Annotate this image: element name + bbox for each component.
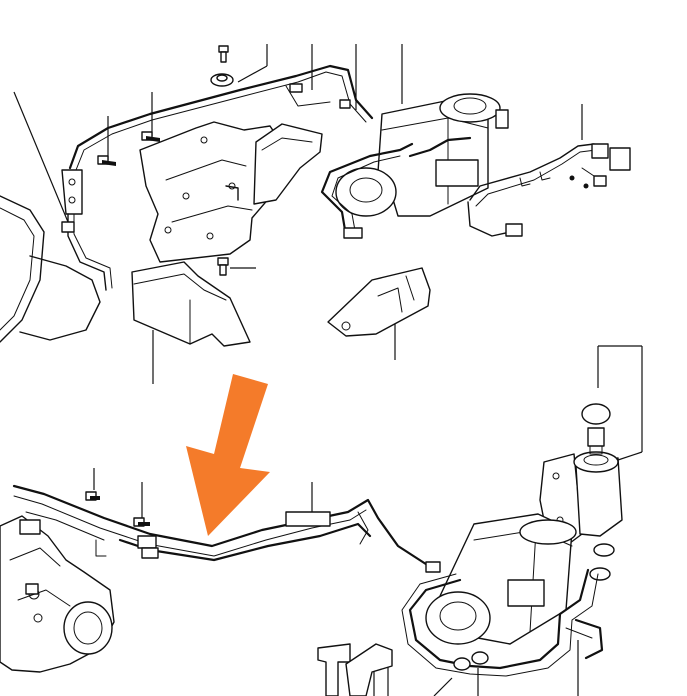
heat-shield — [253, 123, 323, 205]
top-assembly — [0, 44, 631, 384]
arrow-down-left-icon — [186, 374, 270, 536]
return-hoses — [401, 568, 604, 677]
leader-lines-top — [13, 44, 583, 384]
bolt-icon — [97, 155, 116, 166]
bottom-assembly — [0, 345, 643, 696]
bolt-icon — [141, 131, 160, 142]
wire-harness-right — [467, 143, 631, 237]
bolt-icon — [217, 257, 229, 276]
grommet-icon — [210, 73, 234, 87]
mounting-bracket-plate — [139, 121, 283, 263]
tube-clip-icon — [317, 643, 393, 696]
abs-unit-bottom — [425, 513, 577, 645]
frame-outline — [0, 195, 101, 343]
lower-guard — [131, 261, 251, 347]
support-bracket — [327, 267, 431, 337]
abs-unit-top — [335, 93, 509, 217]
sensor-bracket — [61, 169, 113, 291]
bolt-icon — [85, 491, 100, 501]
abs-tubes-top — [320, 136, 472, 239]
brake-tube-bottom — [12, 484, 441, 573]
brake-tube-top — [68, 64, 374, 171]
bolt-icon — [133, 517, 150, 527]
bolt-icon — [218, 45, 229, 63]
hose-clamp-icon — [589, 543, 615, 581]
differential-housing — [0, 515, 115, 673]
direction-arrow — [186, 374, 270, 536]
